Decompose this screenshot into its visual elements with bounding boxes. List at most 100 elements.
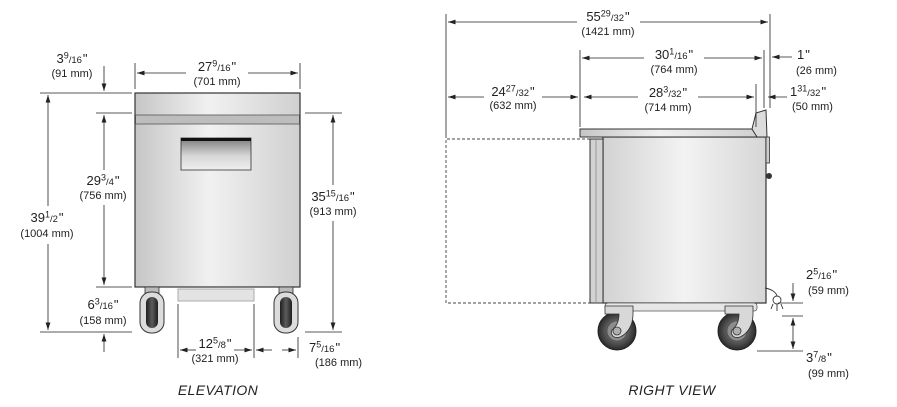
dimension-num: 29	[601, 9, 611, 19]
elevation-cabinet	[134, 92, 301, 334]
dimension-den: /4	[106, 177, 114, 188]
dimension-mark: "	[805, 47, 810, 62]
caster-hub	[612, 326, 622, 336]
dimension-den: /32	[668, 89, 681, 100]
caster-yoke	[724, 305, 754, 338]
dimension-whole: 1	[790, 84, 797, 99]
caster-wheel	[280, 297, 292, 328]
side-height-metric-label: (913 mm)	[309, 206, 356, 218]
dimension-labels: 39/16"(91 mm)279/16"(701 mm)293/4"(756 m…	[20, 9, 849, 381]
caster-offset-metric-label: (186 mm)	[315, 357, 362, 369]
overall-height-metric-label: (1004 mm)	[20, 228, 73, 240]
dimension-mark: "	[689, 47, 694, 62]
dimension-mark: "	[821, 84, 826, 99]
dimension-num: 9	[64, 51, 69, 61]
width-dimension-label: 279/16"	[198, 59, 237, 75]
dimension-den: /16	[818, 271, 831, 282]
overall-height-dimension-label: 391/2"	[30, 210, 63, 226]
cabinet-side	[602, 136, 767, 304]
rear-offset-metric-label: (26 mm)	[796, 65, 837, 77]
dimension-mark: "	[350, 189, 355, 204]
dimension-num: 5	[213, 336, 218, 346]
rear-panel	[765, 136, 770, 164]
dimension-den: /16	[336, 193, 349, 204]
dimension-mark: "	[83, 51, 88, 66]
dimension-num: 31	[797, 84, 807, 94]
dimension-mark: "	[625, 9, 630, 24]
rear-offset-dimension-label: 1"	[797, 47, 810, 62]
front-caster	[597, 305, 637, 351]
dimension-mark: "	[827, 350, 832, 365]
dimension-num: 15	[326, 189, 336, 199]
top-offset-metric-label: (91 mm)	[52, 68, 93, 80]
power-plug-icon	[764, 287, 784, 311]
dimension-num: 3	[663, 85, 668, 95]
base-gap-dimension-label: 25/16"	[806, 267, 837, 283]
dimension-num: 3	[95, 297, 100, 307]
body-depth-metric-label: (714 mm)	[644, 102, 691, 114]
dimension-mark: "	[832, 267, 837, 282]
dimension-num: 5	[813, 267, 818, 277]
dimension-num: 7	[813, 350, 818, 360]
dimension-mark: "	[114, 297, 119, 312]
dimension-den: /16	[69, 55, 82, 66]
dimension-whole: 27	[198, 59, 212, 74]
dimension-whole: 24	[491, 84, 505, 99]
side-height-dimension-label: 3515/16"	[311, 189, 355, 205]
backsplash	[751, 109, 768, 138]
dimension-mark: "	[335, 340, 340, 355]
dimension-whole: 6	[87, 297, 94, 312]
lower-height-metric-label: (158 mm)	[79, 315, 126, 327]
dimension-mark: "	[232, 59, 237, 74]
dimension-whole: 7	[309, 340, 316, 355]
countertop	[579, 128, 759, 138]
upper-height-dimension-label: 293/4"	[86, 173, 119, 189]
dimension-mark: "	[683, 85, 688, 100]
dimension-den: /16	[321, 344, 334, 355]
dimension-num: 1	[45, 210, 50, 220]
dimension-mark: "	[115, 173, 120, 188]
top-offset-dimension-label: 39/16"	[56, 51, 87, 67]
left-caster	[139, 286, 165, 334]
base-width-dimension-label: 125/8"	[198, 336, 231, 352]
top-band	[135, 114, 300, 125]
dimension-den: /16	[674, 51, 687, 62]
body-depth-dimension-label: 283/32"	[649, 85, 688, 101]
right-view-dimension-lines	[445, 14, 803, 352]
caster-yoke	[604, 305, 634, 338]
dimension-whole: 1	[797, 47, 804, 62]
rear-caster	[717, 305, 757, 351]
top-depth-metric-label: (764 mm)	[650, 64, 697, 76]
dimension-whole: 2	[806, 267, 813, 282]
dimension-den: /8	[818, 354, 826, 365]
overall-depth-metric-label: (1421 mm)	[581, 26, 634, 38]
width-metric-label: (701 mm)	[193, 76, 240, 88]
dimension-whole: 30	[655, 47, 669, 62]
dimension-den: /32	[807, 88, 820, 99]
dimension-den: /32	[516, 88, 529, 99]
door-swing-outline	[445, 138, 590, 304]
dimension-mark: "	[227, 336, 232, 351]
elevation-title: ELEVATION	[178, 382, 259, 398]
dimension-num: 3	[101, 173, 106, 183]
upper-height-metric-label: (756 mm)	[79, 190, 126, 202]
base-width-metric-label: (321 mm)	[191, 353, 238, 365]
dimension-den: /16	[217, 63, 230, 74]
front-clearance-dimension-label: 2427/32"	[491, 84, 535, 100]
elevation-dimension-lines	[40, 63, 342, 358]
dimension-den: /8	[218, 340, 226, 351]
door-handle	[180, 137, 252, 171]
dimension-num: 9	[212, 59, 217, 69]
dimension-whole: 3	[56, 51, 63, 66]
dimension-whole: 28	[649, 85, 663, 100]
dimension-whole: 3	[806, 350, 813, 365]
elevation-view: ELEVATION	[40, 63, 342, 398]
dimension-num: 5	[316, 340, 321, 350]
dimension-whole: 35	[311, 189, 325, 204]
right-view-title: RIGHT VIEW	[628, 382, 717, 398]
dimension-whole: 39	[30, 210, 44, 225]
overall-depth-dimension-label: 5529/32"	[586, 9, 630, 25]
backsplash-depth-metric-label: (50 mm)	[792, 101, 833, 113]
dimension-mark: "	[530, 84, 535, 99]
